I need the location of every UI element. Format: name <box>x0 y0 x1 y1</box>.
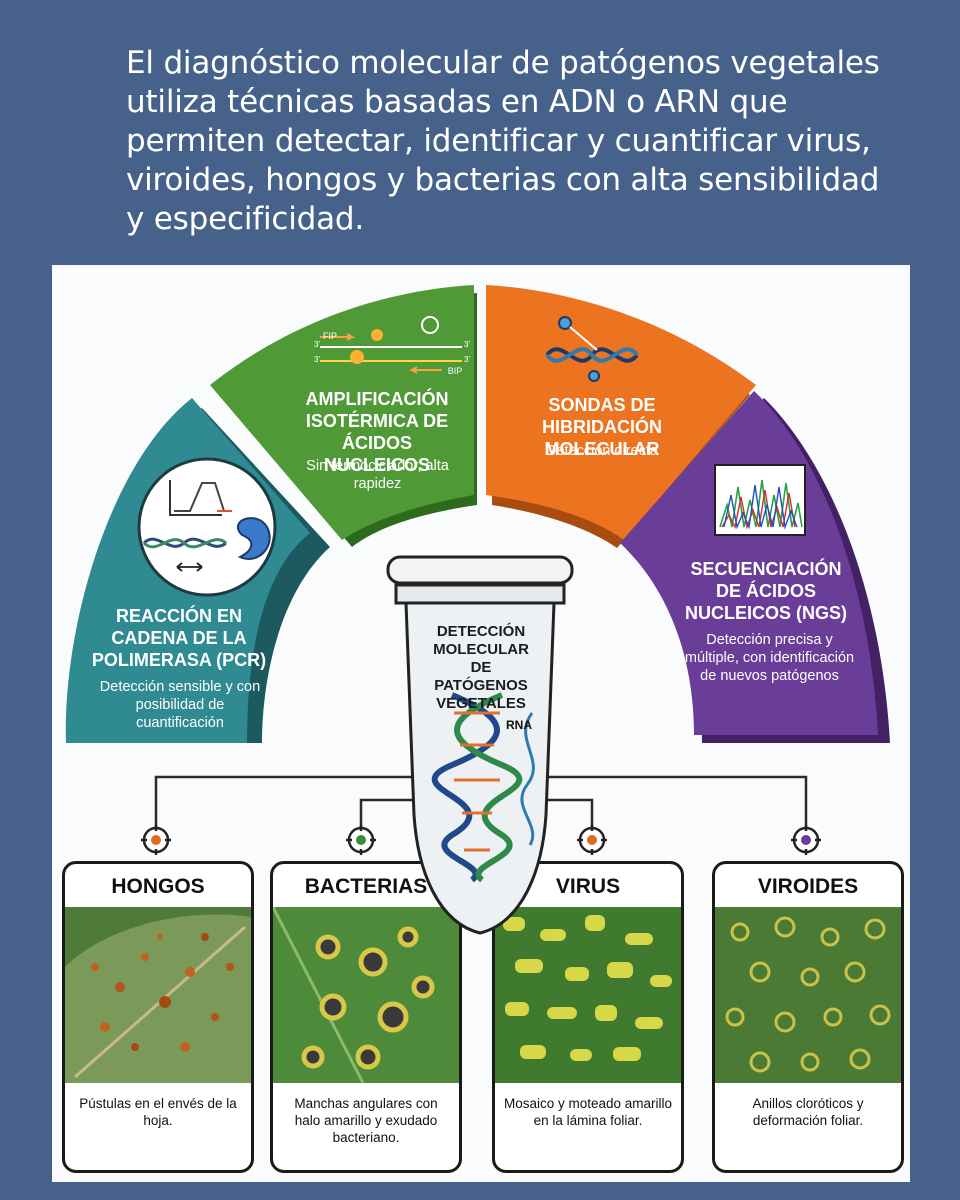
pcr-title: REACCIÓN EN CADENA DE LA POLIMERASA (PCR… <box>91 606 267 670</box>
probes-title: SONDAS DE HIBRIDACIÓN MOLECULAR <box>542 395 662 459</box>
target-icon-viroides <box>791 825 821 855</box>
pathogen-name: VIROIDES <box>757 875 859 898</box>
leaf-photo-virus <box>495 907 681 1083</box>
pathogen-card-virus: VIRUS Mosaico y moteado amarillo en la l… <box>492 861 684 1173</box>
lamp-sector-fill <box>210 285 474 540</box>
pathogen-name: BACTERIAS <box>304 875 428 898</box>
pathogen-caption: Mosaico y moteado amarillo en la lámina … <box>503 1096 673 1128</box>
central-title: DETECCIÓN MOLECULAR DE PATÓGENOS VEGETAL… <box>433 623 529 712</box>
probes-description: Detección directa <box>545 443 659 459</box>
lamp-end-bottom-right: 3' <box>464 355 470 364</box>
pathogen-caption: Pústulas en el envés de la hoja. <box>79 1096 237 1128</box>
lamp-sector <box>210 285 477 547</box>
pathogen-card-hongos: HONGOS Pústulas en el envés de la hoja. <box>62 861 254 1173</box>
ngs-trace-blue <box>723 484 798 530</box>
lamp-fip-label: FIP <box>322 331 337 341</box>
dna-polymerase-icon <box>142 517 271 572</box>
pathogen-caption: Manchas angulares con halo amarillo y ex… <box>294 1096 438 1145</box>
ngs-sector <box>620 391 890 743</box>
intro-text: El diagnóstico molecular de patógenos ve… <box>126 45 880 237</box>
leaf-photo-hongos <box>65 907 251 1083</box>
pcr-icon-circle <box>137 457 277 597</box>
sample-tube <box>386 555 574 935</box>
leaf-photo-bacterias <box>273 907 459 1083</box>
rna-label: RNA <box>506 718 532 732</box>
lamp-primers-icon <box>320 316 462 374</box>
dna-helix-icon <box>431 692 523 883</box>
target-icon-hongos <box>141 825 171 855</box>
target-icon-virus <box>577 825 607 855</box>
ngs-trace-red <box>721 489 796 530</box>
ngs-sector-fill <box>620 391 878 735</box>
lamp-end-bottom-left: 3' <box>314 355 320 364</box>
target-icon-bacterias <box>346 825 376 855</box>
infographic-panel: REACCIÓN EN CADENA DE LA POLIMERASA (PCR… <box>52 265 910 1182</box>
ngs-title: SECUENCIACIÓN DE ÁCIDOS NUCLEICOS (NGS) <box>685 559 847 623</box>
pathogen-card-bacterias: BACTERIAS Manchas angulares con halo ama… <box>270 861 462 1173</box>
ngs-description: Detección precisa y múltiple, con identi… <box>684 632 855 684</box>
rna-strand-icon <box>520 712 535 846</box>
lamp-title: AMPLIFICACIÓN ISOTÉRMICA DE ÁCIDOS NUCLE… <box>305 389 449 475</box>
lamp-end-top-left: 3' <box>314 340 320 349</box>
pathogen-name: HONGOS <box>111 875 205 898</box>
pathogen-caption: Anillos cloróticos y deformación foliar. <box>752 1096 864 1128</box>
pcr-curve-icon <box>169 480 232 516</box>
pcr-sector <box>65 398 330 743</box>
probe-helix-icon <box>545 316 639 382</box>
leaf-photo-viroides <box>715 907 901 1083</box>
pathogen-card-viroides: VIROIDES Anillos cloróticos y deformació… <box>712 861 904 1173</box>
pathogen-name: VIRUS <box>555 875 621 898</box>
lamp-end-top-right: 3' <box>464 340 470 349</box>
lamp-bip-label: BIP <box>447 366 463 376</box>
infographic-graphics <box>65 285 890 855</box>
pcr-description: Detección sensible y con posibilidad de … <box>99 679 261 731</box>
probes-sector <box>486 285 756 548</box>
lamp-description: Sin termociclador, alta rapidez <box>306 458 449 492</box>
